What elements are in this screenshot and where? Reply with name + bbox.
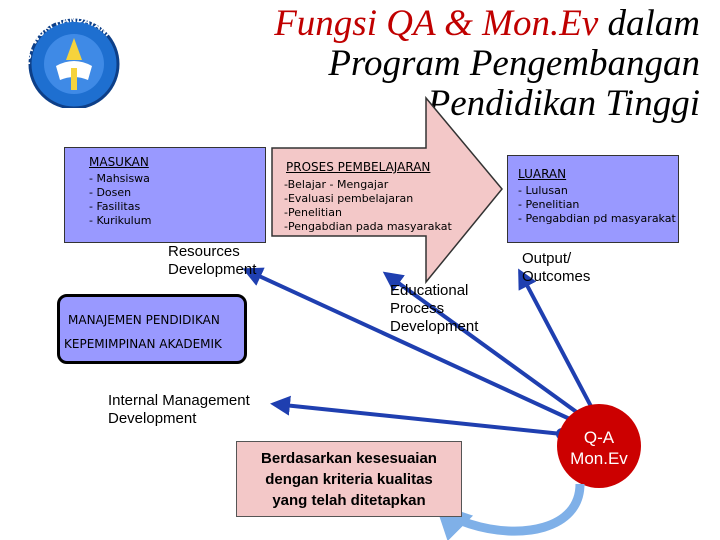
title-line-1: Fungsi QA & Mon.Ev dalam: [238, 4, 700, 44]
process-list: -Belajar - Mengajar -Evaluasi pembelajar…: [284, 178, 452, 234]
output-item: - Lulusan: [518, 184, 568, 197]
input-item: - Fasilitas: [89, 200, 141, 213]
output-label: Output/ Outcomes: [522, 250, 591, 285]
educational-label: Educational Process Development: [390, 282, 479, 335]
process-arrow-shape: [271, 95, 503, 285]
input-item: - Dosen: [89, 186, 132, 199]
input-item: - Kurikulum: [89, 214, 152, 227]
criteria-note-box: Berdasarkan kesesuaian dengan kriteria k…: [236, 441, 462, 517]
arrow-to-educational: [382, 271, 584, 418]
slide-title: Fungsi QA & Mon.Ev dalam Program Pengemb…: [238, 4, 700, 124]
process-item: -Evaluasi pembelajaran: [284, 192, 414, 205]
qa-label: Q-A Mon.Ev: [556, 427, 642, 469]
resources-label: Resources Development: [168, 243, 257, 278]
output-box: LUARAN - Lulusan - Penelitian - Pengabdi…: [507, 155, 679, 243]
title-line-3: Pendidikan Tinggi: [427, 83, 700, 124]
title-rest: dalam: [598, 3, 701, 44]
logo-graphic: TUT WURI HANDAYANI: [23, 15, 120, 108]
title-highlight: Fungsi QA & Mon.Ev: [274, 3, 599, 44]
arrow-to-resources: [242, 267, 573, 422]
output-item: - Pengabdian pd masyarakat: [518, 212, 676, 225]
management-line-1: MANAJEMEN PENDIDIKAN: [68, 313, 220, 327]
input-box: MASUKAN - Mahsiswa - Dosen - Fasilitas -…: [64, 147, 266, 243]
process-item: -Belajar - Mengajar: [284, 178, 389, 191]
arrow-to-output: [518, 268, 596, 413]
output-list: - Lulusan - Penelitian - Pengabdian pd m…: [518, 184, 676, 226]
qa-line-2: Mon.Ev: [570, 449, 628, 468]
input-item: - Mahsiswa: [89, 172, 150, 185]
internal-label: Internal Management Development: [108, 392, 250, 427]
management-box: MANAJEMEN PENDIDIKAN KEPEMIMPINAN AKADEM…: [57, 294, 247, 364]
qa-line-1: Q-A: [583, 428, 615, 447]
process-item: -Penelitian: [284, 206, 342, 219]
note-line: dengan kriteria kualitas: [265, 471, 433, 488]
output-heading: LUARAN: [518, 167, 567, 181]
management-line-2: KEPEMIMPINAN AKADEMIK: [64, 337, 222, 351]
process-item: -Pengabdian pada masyarakat: [284, 220, 452, 233]
note-line: yang telah ditetapkan: [272, 492, 426, 509]
arrow-to-internal: [270, 395, 563, 436]
title-line-2: Program Pengembangan: [328, 43, 700, 84]
note-line: Berdasarkan kesesuaian: [261, 450, 437, 467]
output-item: - Penelitian: [518, 198, 580, 211]
ministry-logo: TUT WURI HANDAYANI: [8, 8, 140, 108]
input-heading: MASUKAN: [89, 155, 149, 169]
qa-circle: [557, 404, 641, 488]
input-list: - Mahsiswa - Dosen - Fasilitas - Kurikul…: [89, 172, 151, 228]
process-heading: PROSES PEMBELAJARAN: [286, 160, 431, 174]
